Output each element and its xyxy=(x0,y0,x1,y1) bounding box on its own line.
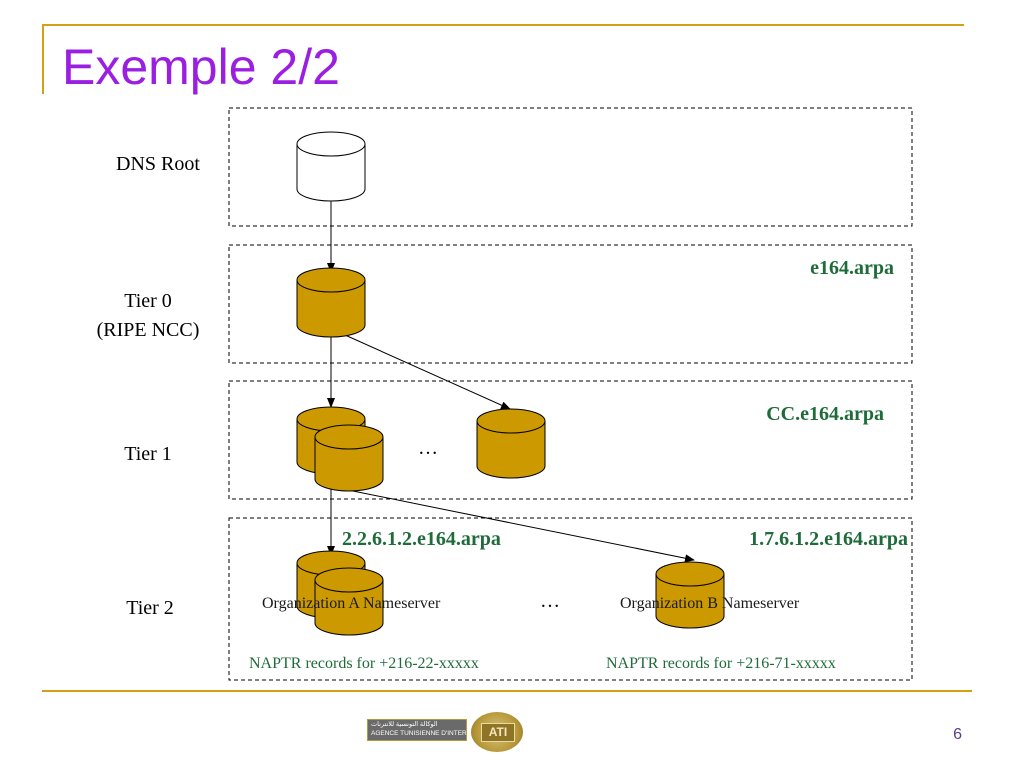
tier2-ellipsis: … xyxy=(540,590,560,612)
tier-label-tier0-sub: (RIPE NCC) xyxy=(96,319,200,341)
zone-label-cc: CC.e164.arpa xyxy=(766,403,884,425)
zone-label-71: 1.7.6.1.2.e164.arpa xyxy=(749,528,908,550)
arrow-tier0-to-tier1-b xyxy=(344,334,511,410)
org-b-nameserver-label: Organization B Nameserver xyxy=(620,595,800,612)
root-tier-box xyxy=(228,107,913,227)
arrow-tier1-to-tier2-b xyxy=(347,489,695,563)
naptr-label-22: NAPTR records for +216-22-xxxxx xyxy=(249,655,479,672)
root-server-cylinder xyxy=(296,131,366,202)
footer-rule xyxy=(42,690,972,692)
tier2-org-a-cylinder-front xyxy=(314,567,384,636)
zone-label-e164: e164.arpa xyxy=(810,257,894,279)
ati-logo-french: AGENCE TUNISIENNE D'INTERNET xyxy=(371,730,467,737)
tier-label-root: DNS Root xyxy=(116,153,200,175)
naptr-label-71: NAPTR records for +216-71-xxxxx xyxy=(606,655,836,672)
ati-logo-emblem: ATI xyxy=(471,712,523,752)
zone-label-22: 2.2.6.1.2.e164.arpa xyxy=(342,528,501,550)
ati-logo-mark: ATI xyxy=(481,723,515,742)
ati-logo-banner: الوكالة التونسية للانترنات AGENCE TUNISI… xyxy=(367,719,467,741)
ati-logo-arabic: الوكالة التونسية للانترنات xyxy=(371,721,438,728)
tier2-org-b-cylinder xyxy=(655,561,725,629)
tier1-server-cylinder-right xyxy=(476,408,546,479)
title-accent-top xyxy=(42,24,964,26)
tier-label-tier1: Tier 1 xyxy=(124,443,172,465)
tier1-ellipsis: … xyxy=(418,437,438,459)
tier-label-tier2: Tier 2 xyxy=(126,597,174,619)
tier1-server-cylinder-front xyxy=(314,424,384,492)
tier1-box xyxy=(228,380,913,500)
org-a-nameserver-label: Organization A Nameserver xyxy=(262,595,441,612)
tier2-box xyxy=(228,517,913,681)
tier0-box xyxy=(228,244,913,364)
ati-logo: الوكالة التونسية للانترنات AGENCE TUNISI… xyxy=(367,712,529,756)
page-number: 6 xyxy=(953,726,962,743)
slide-title: Exemple 2/2 xyxy=(62,39,340,95)
tier-label-tier0: Tier 0 xyxy=(124,290,172,312)
tier0-server-cylinder xyxy=(296,267,366,338)
title-accent-left xyxy=(42,24,44,94)
